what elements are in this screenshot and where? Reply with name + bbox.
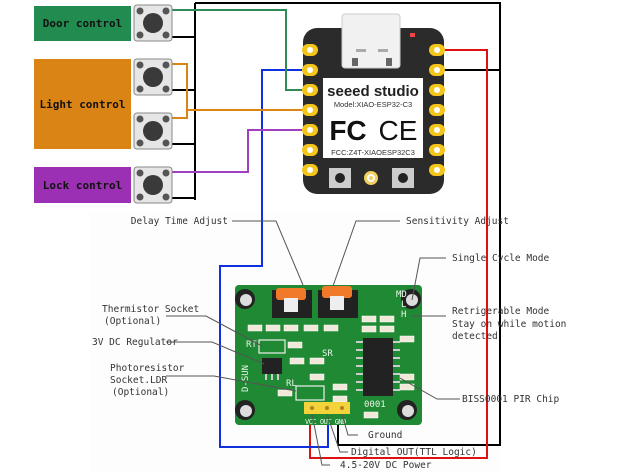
annotation-ground: Ground — [368, 430, 402, 441]
silk-sr: SR — [322, 349, 333, 359]
ldr-socket — [295, 385, 325, 401]
push-button — [133, 166, 173, 204]
silk-l: L — [401, 300, 406, 310]
annotation-retrig-1: Retrigerable Mode — [452, 306, 550, 317]
annotation-retrig-2: Stay on while motion — [452, 319, 566, 330]
pin-pad-right — [429, 44, 445, 56]
power-wire — [309, 49, 488, 459]
lock-control-text: Lock control — [42, 178, 123, 192]
pin-pad-left — [302, 144, 318, 156]
silk-dsun: D-SUN — [241, 365, 251, 392]
model-text: Model:XIAO-ESP32-C3 — [334, 100, 412, 109]
lock-control-label: Lock control — [34, 167, 131, 203]
lock-wire — [172, 129, 302, 173]
annotation-sensitivity: Sensitivity Adjust — [406, 216, 509, 227]
annotation-retrig-3: detected — [452, 331, 498, 342]
door-control-text: Door control — [42, 17, 123, 30]
annotation-ldr-2: Socket.LDR — [110, 375, 167, 386]
annotation-ldr-3: (Optional) — [112, 387, 169, 398]
push-button — [133, 112, 173, 150]
light-wire — [172, 63, 188, 119]
pin-pad-right — [429, 104, 445, 116]
brand-text: seeed studio — [327, 83, 419, 100]
fcc-logo: FC — [329, 115, 366, 146]
pin-pad-left — [302, 164, 318, 176]
fcc-id-text: FCC:Z4T-XIAOESP32C3 — [331, 148, 415, 157]
biss0001-chip — [363, 338, 393, 396]
pin-pad-left — [302, 84, 318, 96]
light-control-text: Light control — [39, 97, 126, 111]
silk-rl: RL — [286, 379, 297, 389]
silk-h: H — [401, 310, 406, 320]
xiao-esp32c3-board: seeed studio Model:XIAO-ESP32-C3 FC CE F… — [302, 13, 445, 194]
annotation-power: 4.5-20V DC Power — [340, 460, 432, 471]
annotation-chip: BISS0001 PIR Chip — [462, 394, 560, 405]
thermistor-socket — [258, 339, 286, 354]
ce-logo: CE — [379, 115, 418, 146]
door-control-label: Door control — [34, 6, 131, 41]
pin-pad-right — [429, 164, 445, 176]
pin-pad-right — [429, 64, 445, 76]
silk-pins: VCC OUT GND — [305, 418, 346, 426]
annotation-digital-out: Digital OUT(TTL Logic) — [351, 447, 477, 458]
push-button — [133, 58, 173, 96]
annotation-thermistor-2: (Optional) — [104, 316, 161, 327]
pin-pad-left — [302, 44, 318, 56]
board-label — [323, 78, 423, 158]
silk-rt: RT — [246, 340, 257, 350]
pir-sensor-board: RT SR RL MD L H 0001 D-SUN VCC OUT GND — [235, 285, 422, 426]
annotation-single-cycle: Single Cycle Mode — [452, 253, 550, 264]
annotation-ldr-1: Photoresistor — [110, 363, 185, 374]
silk-md: MD — [396, 290, 407, 300]
door-wire — [172, 9, 302, 91]
pin-pad-left — [302, 104, 318, 116]
signal-wire — [219, 69, 329, 448]
pin-pad-right — [429, 84, 445, 96]
annotation-thermistor-1: Thermistor Socket — [102, 304, 199, 315]
voltage-regulator — [262, 358, 282, 374]
annotation-regulator: 3V DC Regulator — [92, 337, 178, 348]
annotation-leaders — [166, 220, 460, 466]
pin-pad-right — [429, 124, 445, 136]
pin-pad-left — [302, 124, 318, 136]
silk-chip-id: 0001 — [364, 400, 386, 410]
push-button — [133, 4, 173, 42]
ground-wiring — [172, 2, 501, 446]
light-control-label: Light control — [34, 59, 131, 149]
pin-pad-left — [302, 64, 318, 76]
pin-pad-right — [429, 144, 445, 156]
usb-c-connector — [341, 13, 401, 69]
annotation-delay: Delay Time Adjust — [131, 216, 228, 227]
